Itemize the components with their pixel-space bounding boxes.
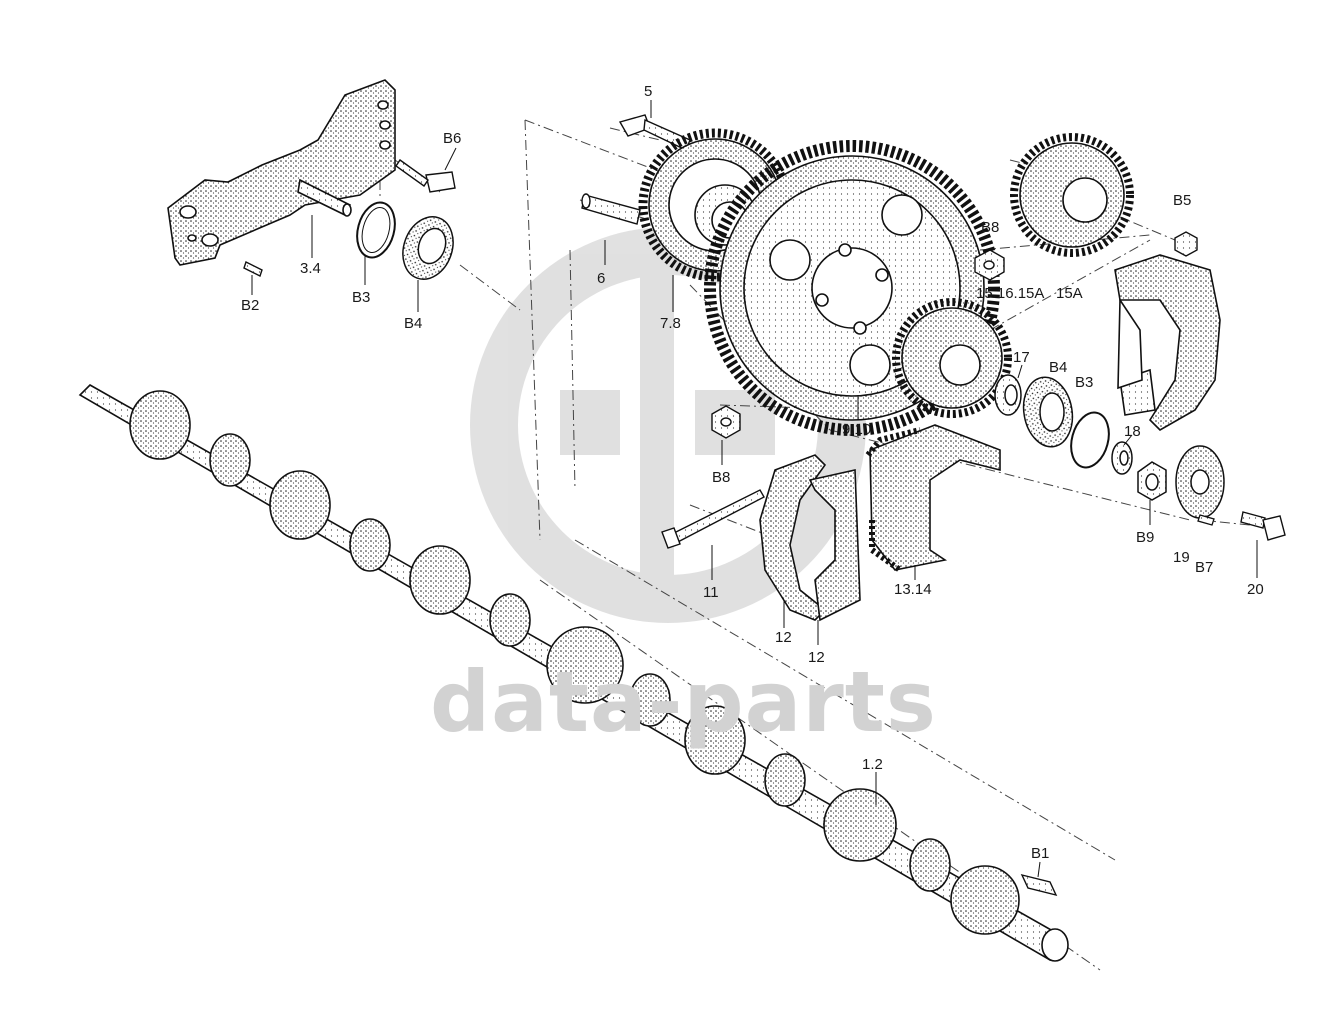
bolt-part-20 bbox=[1240, 511, 1286, 541]
watermark-text: data-parts bbox=[430, 653, 937, 751]
callout-12-a: 12 bbox=[775, 629, 792, 646]
bolt-part-11 bbox=[661, 489, 765, 549]
callout-13-14: 13.14 bbox=[894, 581, 932, 598]
gear-part-15a bbox=[1010, 133, 1134, 257]
callout-18: 18 bbox=[1124, 423, 1141, 440]
callout-b9: B9 bbox=[1136, 529, 1155, 546]
callout-20: 20 bbox=[1247, 581, 1264, 598]
callout-15-16-15a: 15.16.15A bbox=[976, 285, 1045, 302]
gear-part-16 bbox=[892, 298, 1012, 418]
pin-part-19 bbox=[1197, 514, 1215, 526]
bracket-part-3-4 bbox=[167, 79, 396, 266]
callout-b2: B2 bbox=[241, 297, 260, 314]
callout-b8-top: B8 bbox=[981, 219, 1000, 236]
circlip-b3-left bbox=[356, 201, 396, 259]
leader-lines bbox=[251, 100, 1258, 878]
callout-3-4: 3.4 bbox=[300, 260, 321, 277]
callout-b6: B6 bbox=[443, 130, 462, 147]
pin-b2 bbox=[243, 261, 263, 277]
callout-11: 11 bbox=[703, 584, 719, 601]
callout-6: 6 bbox=[597, 270, 606, 287]
nut-b8-middle bbox=[711, 405, 741, 439]
callout-b8-middle: B8 bbox=[712, 469, 731, 486]
bearing-b4-right bbox=[1022, 376, 1074, 448]
gear-part-9-10 bbox=[704, 140, 1000, 436]
callout-b1: B1 bbox=[1031, 845, 1050, 862]
callout-5: 5 bbox=[644, 83, 653, 100]
pin-part-6 bbox=[581, 193, 641, 225]
callout-1-2: 1.2 bbox=[862, 756, 883, 773]
callout-7-8: 7.8 bbox=[660, 315, 681, 332]
callout-9-10: 9.10 bbox=[842, 421, 872, 438]
bolt-b6 bbox=[395, 159, 456, 193]
callout-b3-right: B3 bbox=[1075, 374, 1094, 391]
callout-12-b: 12 bbox=[808, 649, 825, 666]
callout-b7: B7 bbox=[1195, 559, 1214, 576]
nut-b9 bbox=[1137, 461, 1167, 501]
callout-b4-right: B4 bbox=[1049, 359, 1068, 376]
nut-b8-top bbox=[974, 249, 1005, 281]
spacer-part-17 bbox=[994, 374, 1022, 416]
callout-17: 17 bbox=[1013, 349, 1030, 366]
callout-15a: 15A bbox=[1056, 285, 1083, 302]
callout-b3-left: B3 bbox=[352, 289, 371, 306]
bearing-housing-part-15a bbox=[1114, 254, 1221, 431]
camshaft-part-1-2 bbox=[78, 384, 1069, 962]
washer-part-18 bbox=[1111, 441, 1133, 475]
callout-19: 19 bbox=[1173, 549, 1190, 566]
callout-b4-left: B4 bbox=[404, 315, 423, 332]
circlip-b3-right bbox=[1070, 411, 1110, 469]
bearing-b4-left bbox=[402, 216, 454, 280]
key-b1 bbox=[1020, 873, 1058, 897]
callout-b5: B5 bbox=[1173, 192, 1192, 209]
hub-disc bbox=[1175, 445, 1225, 519]
bushing-part-13-14 bbox=[865, 424, 1001, 573]
bearing-cap-part-12 bbox=[759, 454, 861, 622]
nut-b5 bbox=[1174, 231, 1198, 257]
